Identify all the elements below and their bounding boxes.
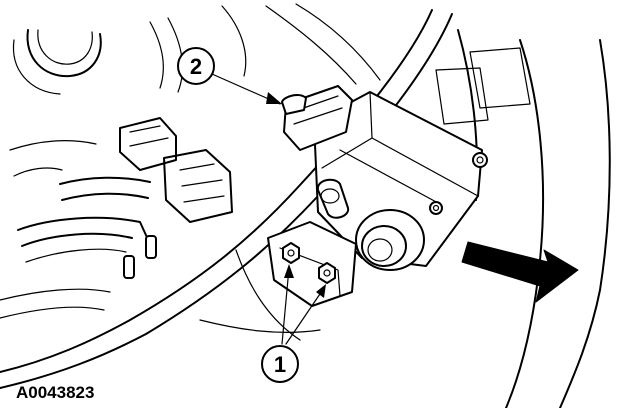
actuator-assembly [267, 85, 488, 307]
callout-1: 1 [261, 264, 326, 383]
figure-id: A0043823 [16, 383, 94, 402]
mounting-nut [282, 242, 300, 264]
callout-2: 2 [177, 47, 282, 105]
mounting-nut [318, 262, 336, 284]
background-structure [0, 3, 611, 408]
callout-2-label: 2 [190, 54, 202, 79]
callout-1-label: 1 [274, 352, 286, 377]
callout-2-badge [177, 47, 215, 85]
callout-1-badge [261, 345, 299, 383]
view-arrow [461, 241, 579, 303]
